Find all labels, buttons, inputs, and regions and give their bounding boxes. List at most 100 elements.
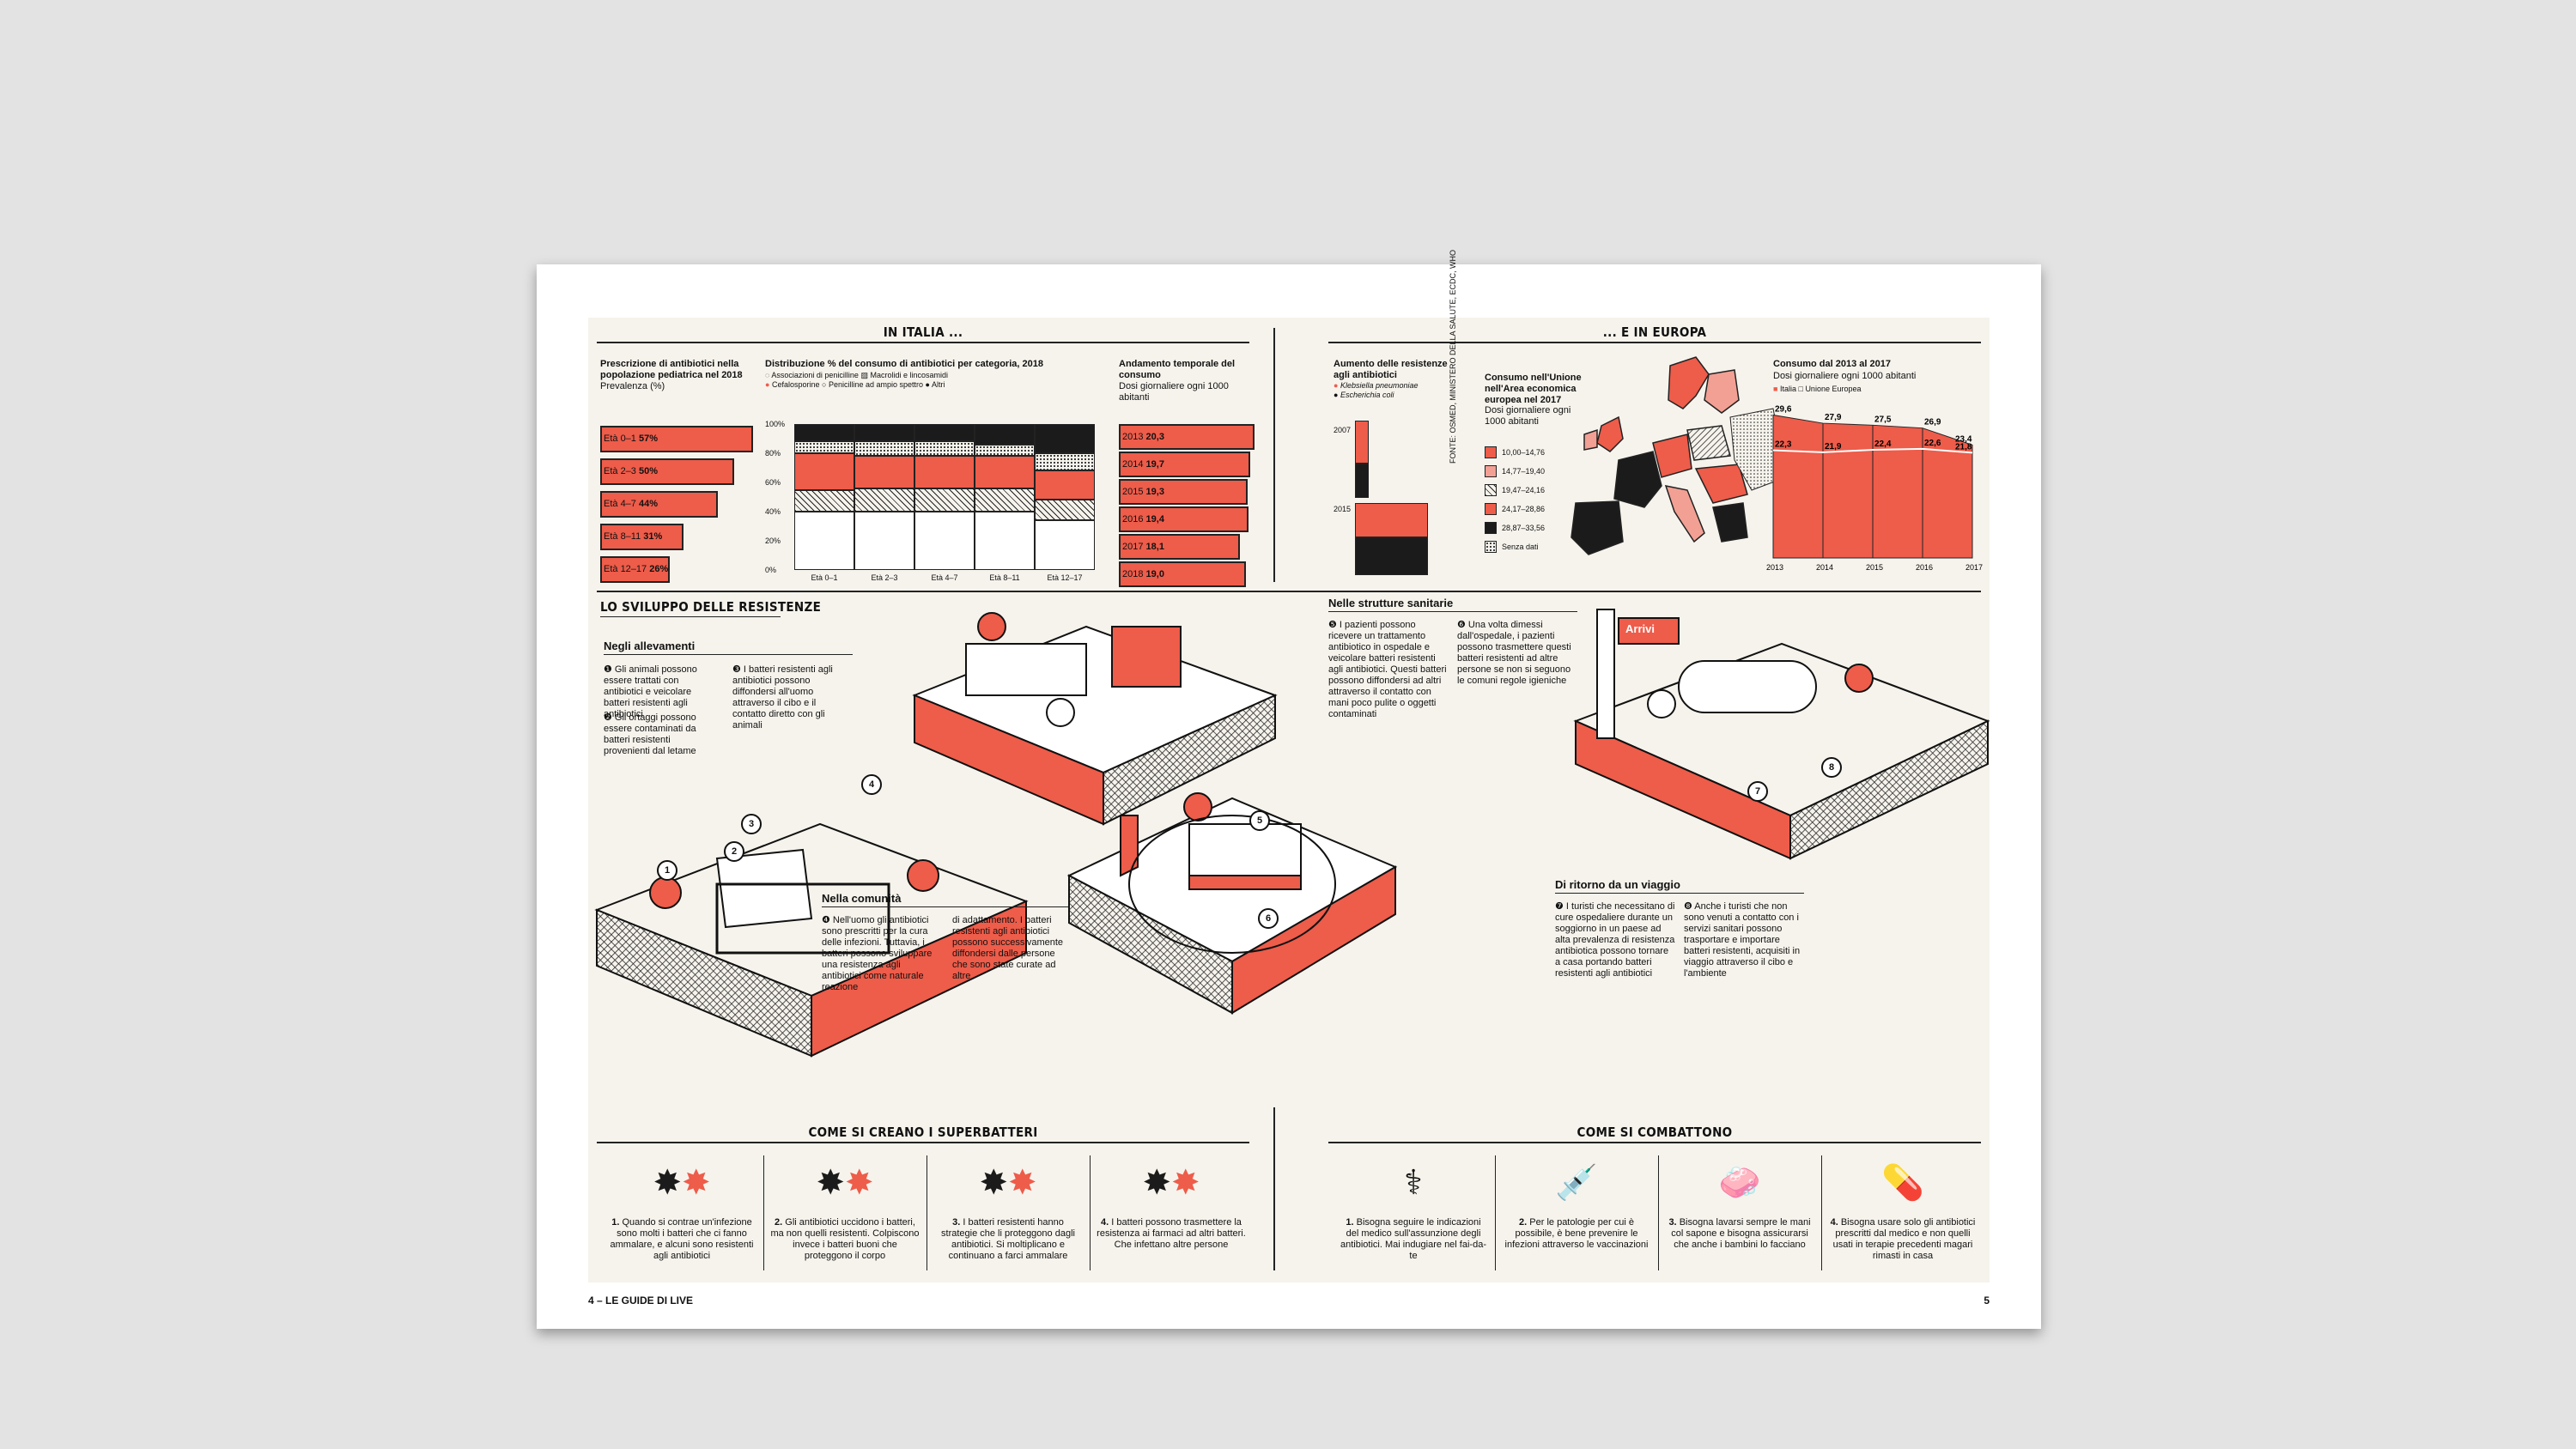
stack-segment [914, 424, 975, 442]
stack-segment [794, 453, 854, 490]
stack-segment [1035, 453, 1095, 471]
bar-age: Età 8–11 [604, 531, 641, 542]
hospital-scene [1066, 792, 1398, 1015]
legend-icon-red: ● [765, 380, 770, 389]
arrivi-sign [1618, 617, 1680, 645]
strutture-text-1: ❺ I pazienti possono ricevere un trattam… [1328, 620, 1447, 719]
ue-label: 21,9 [1825, 442, 1842, 452]
map-scandinavia [1668, 356, 1710, 409]
bar-value: 19,7 [1145, 459, 1164, 470]
map-ireland [1583, 428, 1598, 451]
year-2015: 2015 [1334, 505, 1352, 513]
ue-line [1772, 447, 1973, 454]
bar-value: 50% [638, 466, 659, 476]
marker-3: 3 [741, 814, 762, 834]
magazine-spread: IN ITALIA ... ... E IN EUROPA Prescrizio… [537, 250, 2041, 1329]
farm-scene [594, 822, 1029, 1058]
stack-segment [794, 441, 854, 453]
legend-item: Macrolidi e lincosamidi [870, 371, 949, 379]
step-text: Bisogna lavarsi sempre le mani col sapon… [1671, 1217, 1811, 1250]
andamento-bar-label: 2017 18,1 [1119, 534, 1164, 560]
stack-segment [854, 456, 914, 488]
marker-8: 8 [1821, 757, 1842, 778]
rule [604, 654, 853, 655]
combattono-step: 2. Per le patologie per cui è possibile,… [1502, 1217, 1651, 1251]
trend-subtitle: Dosi giornaliere ogni 1000 abitanti [1773, 371, 1917, 381]
aumento-legend-1: ● Klebsiella pneumoniae [1334, 381, 1419, 391]
bar-value: 19,4 [1145, 514, 1164, 524]
creano-step: 2. Gli antibiotici uccidono i batteri, m… [770, 1217, 920, 1262]
vaccine-icon: 💉 [1555, 1164, 1598, 1202]
aumento-legend-2: ● Escherichia coli [1334, 391, 1394, 400]
infographic-panel: IN ITALIA ... ... E IN EUROPA Prescrizio… [588, 250, 1990, 1282]
prescrizione-bar [600, 556, 670, 583]
legend-icon-dots: ◌ [765, 371, 770, 379]
x-tick: Età 8–11 [989, 573, 1020, 582]
legend-label: 10,00–14,76 [1502, 448, 1546, 457]
legend-icon-red: ■ [1773, 385, 1778, 393]
bar-year: 2013 [1122, 432, 1144, 442]
andamento-bar-label: 2018 19,0 [1119, 561, 1164, 587]
marker-7: 7 [1747, 781, 1768, 802]
bar-value: 19,0 [1145, 569, 1164, 579]
step-number: 1. [1346, 1217, 1354, 1228]
marker-2: 2 [724, 841, 744, 862]
ue-label: 22,3 [1775, 440, 1792, 450]
rule [1328, 1142, 1981, 1143]
doctor-icon: ⚕ [1404, 1164, 1423, 1202]
viaggio-text-1: ❼ I turisti che necessitano di cure ospe… [1555, 901, 1675, 979]
step-text: Gli antibiotici uccidono i batteri, ma n… [770, 1217, 920, 1261]
combattono-step: 4. Bisogna usare solo gli antibiotici pr… [1828, 1217, 1978, 1262]
legend-swatch [1485, 522, 1497, 534]
legend-label: Senza dati [1502, 543, 1539, 551]
stack-segment [975, 488, 1035, 512]
legend-icon-white: □ [1798, 385, 1803, 393]
comunita-title: Nella comunità [822, 892, 902, 905]
legend-item: Escherichia coli [1340, 391, 1394, 399]
creano-step: 1. Quando si contrae un'infezione sono m… [607, 1217, 756, 1262]
divider [1658, 1155, 1659, 1270]
prescrizione-subtitle: Prevalenza (%) [600, 381, 665, 391]
bar-year: 2018 [1122, 569, 1144, 579]
italia-label: 23,4 [1955, 434, 1972, 444]
andamento-bar-label: 2016 19,4 [1119, 506, 1164, 532]
bar-value: 20,3 [1145, 432, 1164, 442]
hospital-bed-icon [1188, 823, 1302, 876]
kitchen-wall [1111, 626, 1182, 688]
x-tick: Età 2–3 [871, 573, 898, 582]
stack-segment [1035, 470, 1095, 500]
stack-segment [1035, 520, 1095, 570]
x-tick: 2016 [1916, 563, 1933, 572]
farm-base-right [811, 900, 1027, 1058]
header-combattono: COME SI COMBATTONO [1577, 1125, 1733, 1140]
virus-icon: ✸✸ [653, 1164, 711, 1202]
viaggio-title: Di ritorno da un viaggio [1555, 878, 1680, 891]
allevamenti-text-1: ❶ Gli animali possono essere trattati co… [604, 664, 697, 719]
step-number: 3. [952, 1217, 961, 1228]
gardener-icon [907, 859, 939, 892]
step-text: Bisogna usare solo gli antibiotici presc… [1832, 1217, 1976, 1261]
bar-age: Età 12–17 [604, 564, 647, 574]
rule [597, 591, 1981, 592]
virus-transfer-icon: ✸✸ [1142, 1164, 1200, 1202]
x-tick: 2015 [1866, 563, 1883, 572]
legend-swatch [1485, 541, 1497, 553]
creano-step: 3. I batteri resistenti hanno strategie … [933, 1217, 1083, 1262]
bed-frame [1188, 875, 1302, 890]
stack-segment [914, 441, 975, 457]
bar-age: Età 0–1 [604, 433, 636, 444]
divider [1273, 1107, 1275, 1270]
map-italy [1664, 485, 1705, 543]
prescrizione-bar-label: Età 2–3 50% [600, 458, 658, 485]
bar-age: Età 2–3 [604, 466, 636, 476]
strutture-title: Nelle strutture sanitarie [1328, 597, 1454, 609]
legend-icon-hatch: ▨ [860, 371, 868, 379]
airport-scene [1573, 609, 1990, 860]
chair-icon [1120, 815, 1139, 877]
legend-item: Altri [932, 380, 945, 389]
trend-title: Consumo dal 2013 al 2017 [1773, 359, 1891, 369]
legend-item: Klebsiella pneumoniae [1340, 381, 1419, 390]
luggage-belt [1678, 660, 1817, 713]
prescrizione-bar [600, 524, 683, 550]
bar-value: 18,1 [1145, 542, 1164, 552]
